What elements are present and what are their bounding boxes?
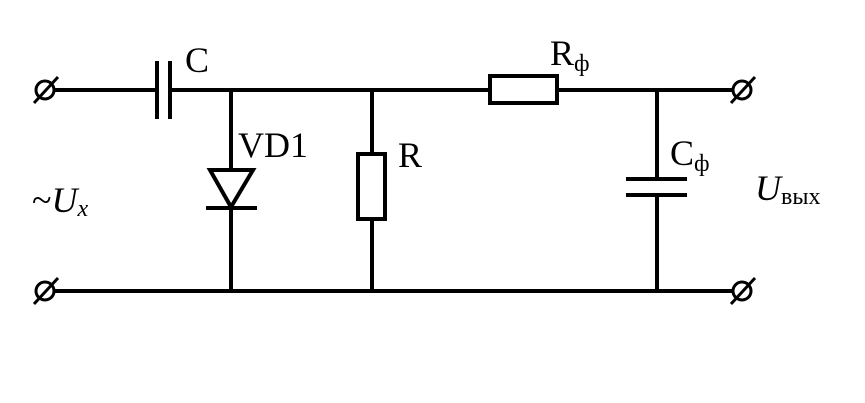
label-input-voltage: ~Ux: [32, 180, 88, 222]
terminal-top-right: [729, 75, 757, 105]
label-capacitor-c: C: [185, 40, 209, 80]
label-output-voltage: Uвых: [755, 168, 820, 210]
diode-vd1: [206, 88, 257, 293]
label-resistor-r: R: [398, 135, 422, 175]
resistor-r: [356, 88, 387, 293]
terminal-top-left: [32, 75, 60, 105]
label-filter-resistor: Rф: [550, 33, 590, 77]
label-diode-vd1: VD1: [238, 125, 308, 165]
terminal-bottom-left: [32, 276, 60, 306]
resistor-r-filter: [488, 74, 559, 105]
capacitor-c-filter: [626, 88, 687, 293]
capacitor-c: [155, 61, 172, 119]
label-filter-capacitor: Cф: [670, 133, 710, 177]
terminal-bottom-right: [729, 276, 757, 306]
